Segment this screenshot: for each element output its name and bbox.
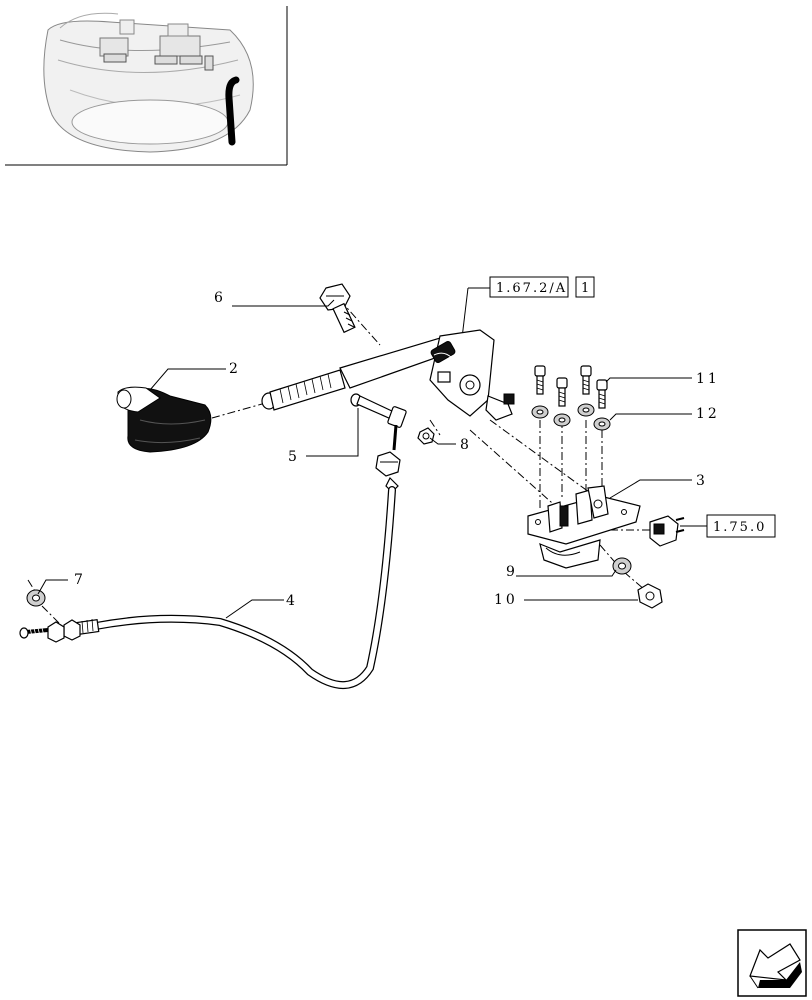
part-bracket-3 xyxy=(527,485,641,569)
callout-label: 6 xyxy=(214,290,226,306)
reference-sheet: 1 xyxy=(581,281,591,296)
callout-3: 3 xyxy=(609,473,708,499)
part-washer-7 xyxy=(26,589,46,607)
reference-code: 1.67.2/A xyxy=(496,281,567,296)
callout-4: 4 xyxy=(225,593,298,619)
part-brake-cable-4 xyxy=(19,451,401,690)
part-clevis-pin-5 xyxy=(350,393,407,451)
callout-8: 8 xyxy=(429,437,472,453)
callout-label: 4 xyxy=(286,593,298,609)
part-hand-brake-lever xyxy=(261,329,515,421)
part-nut-8 xyxy=(417,427,435,445)
part-screws-11 xyxy=(534,365,608,409)
callout-6: 6 xyxy=(214,290,335,307)
callout-label: 5 xyxy=(288,449,300,465)
callout-10: 10 xyxy=(494,592,638,608)
callout-9: 9 xyxy=(506,564,617,580)
callout-12: 12 xyxy=(609,406,720,422)
callout-5: 5 xyxy=(288,408,359,465)
callout-label: 12 xyxy=(696,406,720,422)
callout-label: 9 xyxy=(506,564,518,580)
part-washers-12 xyxy=(531,403,611,431)
callout-2: 2 xyxy=(149,361,241,391)
reference-code: 1.75.0 xyxy=(713,520,766,535)
callout-11: 11 xyxy=(605,371,720,387)
reference-box-lever: 1.67.2/A 1 xyxy=(461,276,595,339)
callout-label: 10 xyxy=(494,592,518,608)
part-bolt-6 xyxy=(319,283,356,334)
part-nut-10 xyxy=(637,583,663,609)
thumbnail-highlight-cable xyxy=(225,76,240,146)
callout-label: 8 xyxy=(460,437,472,453)
part-grip-boot xyxy=(116,386,212,453)
reference-box-switch: 1.75.0 xyxy=(680,514,776,538)
callout-label: 11 xyxy=(696,371,720,387)
callout-label: 7 xyxy=(74,572,86,588)
thumbnail-cab-illustration xyxy=(43,12,254,153)
callout-label: 3 xyxy=(696,473,708,489)
part-switch-connector xyxy=(649,515,685,547)
callout-7: 7 xyxy=(37,572,86,595)
part-washer-9 xyxy=(612,557,632,575)
callout-label: 2 xyxy=(229,361,241,377)
assembly-centerlines xyxy=(27,299,652,627)
location-thumbnail xyxy=(5,6,288,166)
next-page-arrow-icon[interactable] xyxy=(737,929,807,997)
